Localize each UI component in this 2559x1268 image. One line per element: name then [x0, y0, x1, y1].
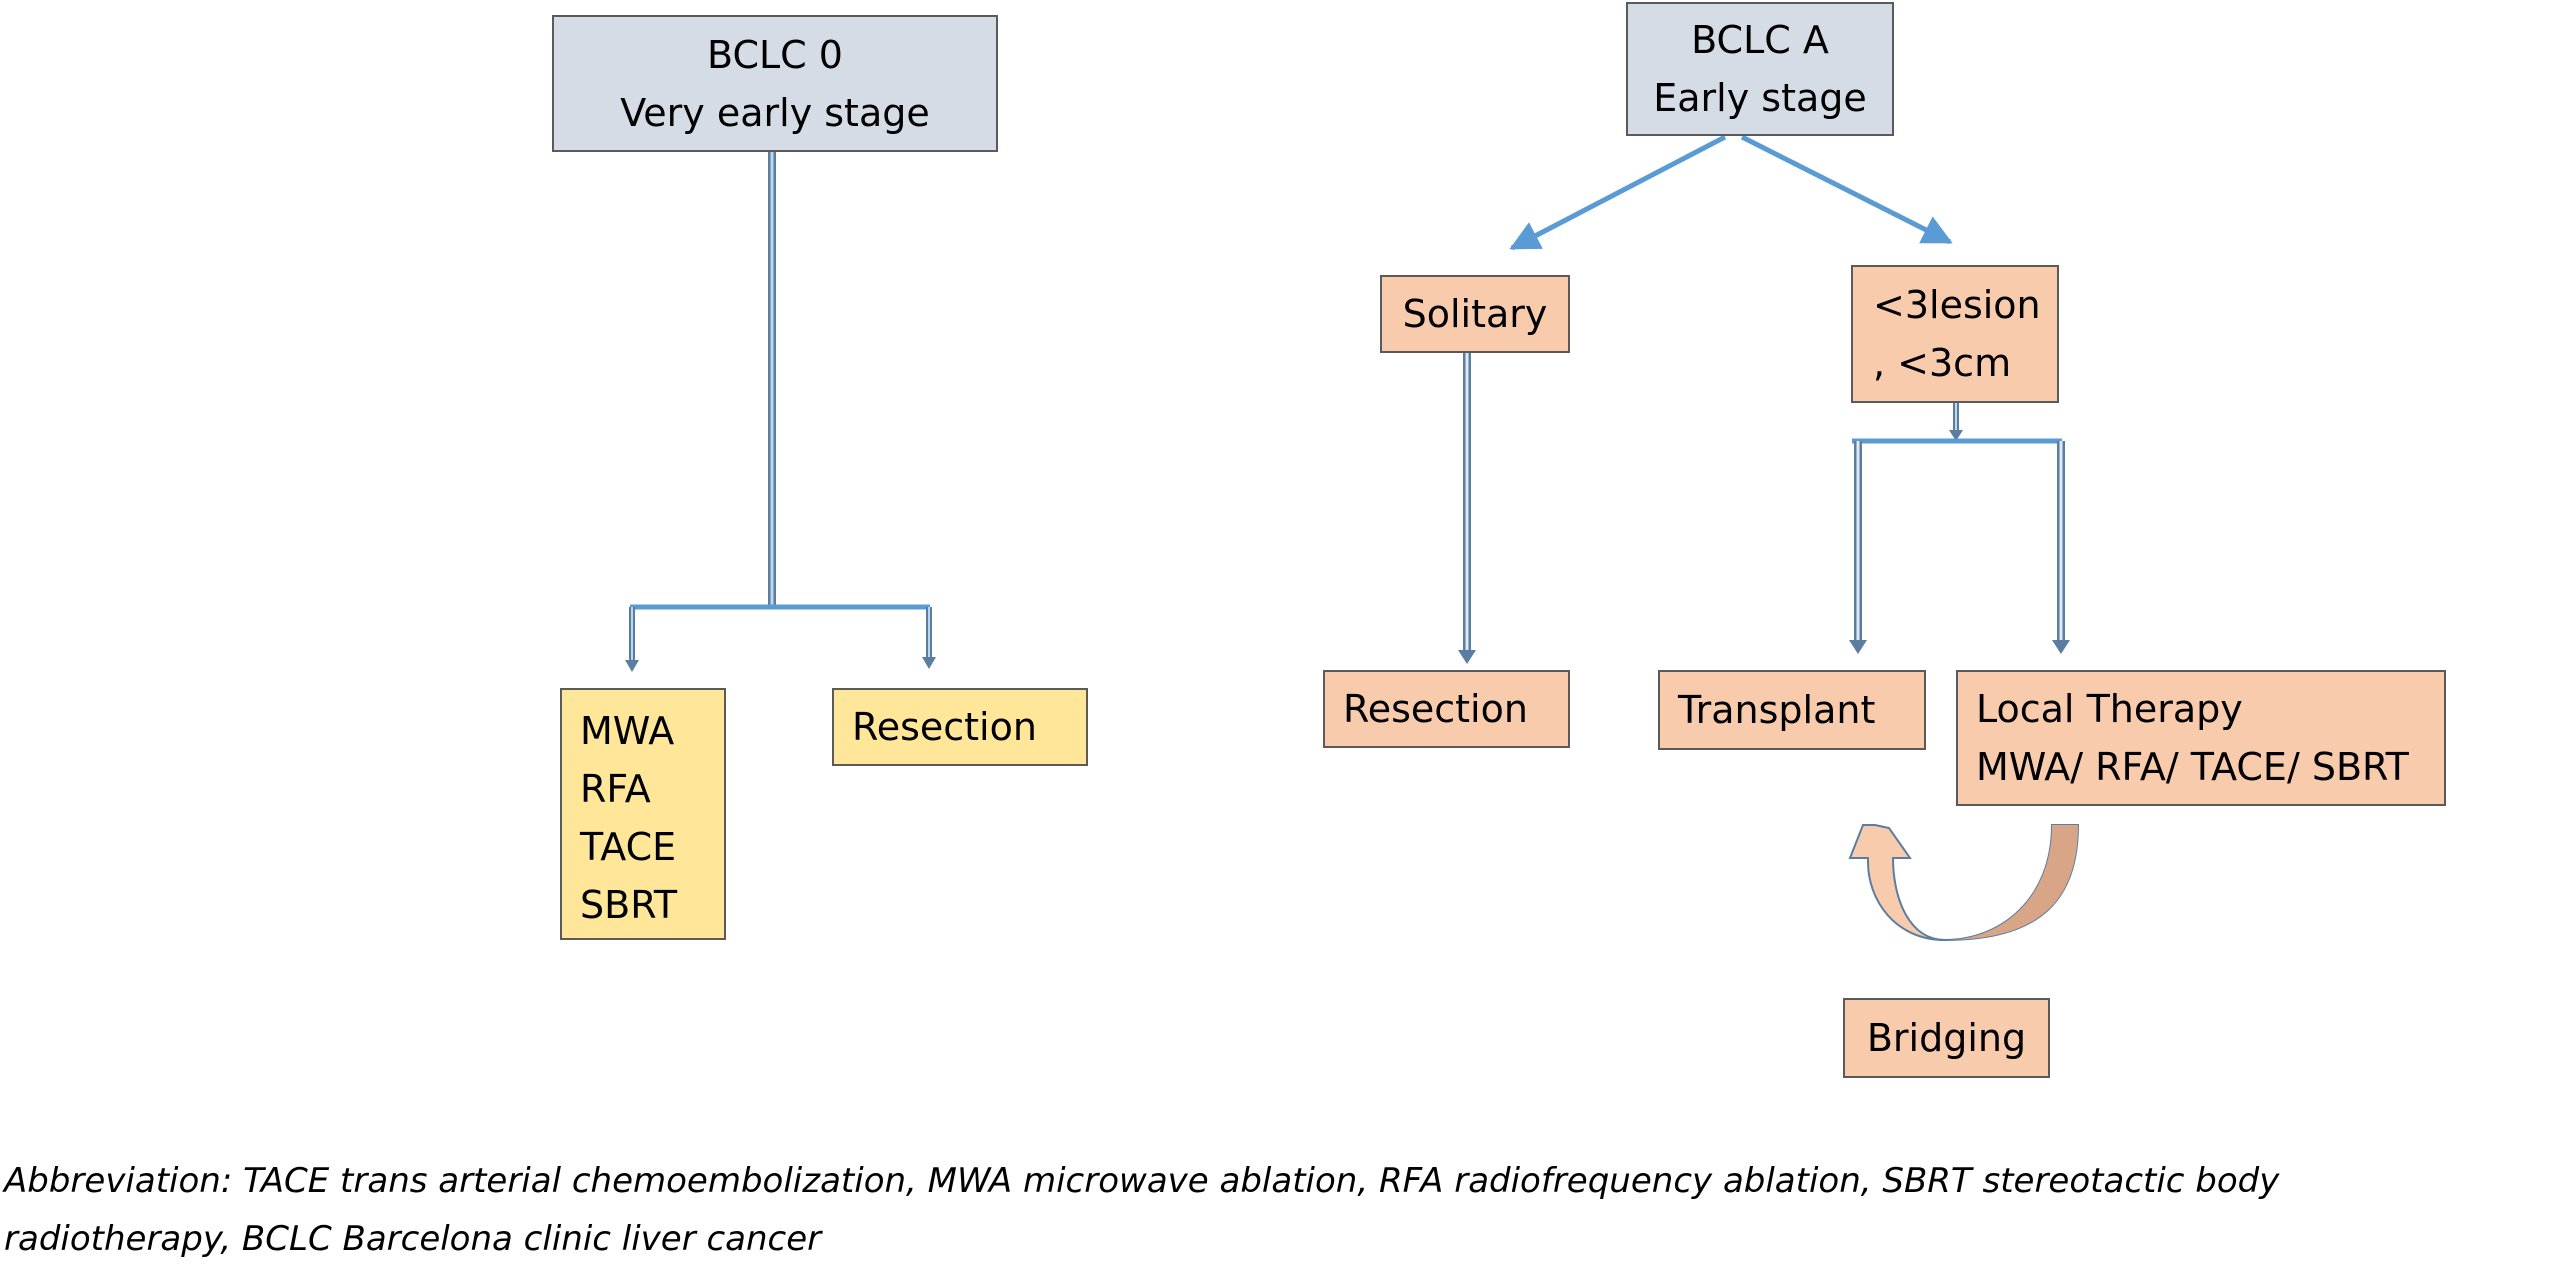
bclca-stage-box: BCLC A Early stage [1626, 2, 1894, 136]
arrow-to-lesion [1740, 134, 1953, 245]
bridging-label: Bridging [1866, 1016, 2027, 1060]
bclca-subtitle: Early stage [1653, 76, 1867, 120]
rfa-item: RFA [580, 767, 651, 811]
lesion-count-label: <3lesion [1873, 283, 2041, 327]
mwa-item: MWA [580, 709, 675, 753]
arrow-to-resection-right [1458, 340, 1476, 664]
abbreviation-caption: Abbreviation: TACE trans arterial chemoe… [4, 1152, 2554, 1268]
tace-item: TACE [580, 825, 677, 869]
bridging-arrow-shadow [1945, 825, 2078, 940]
local-therapy-options: MWA/ RFA/ TACE/ SBRT [1976, 745, 2409, 789]
resection-right-label: Resection [1343, 687, 1528, 731]
caption-line-1: Abbreviation: TACE trans arterial chemoe… [4, 1161, 2280, 1201]
resection-left-label: Resection [852, 705, 1037, 749]
bclc0-title: BCLC 0 [707, 32, 843, 77]
bclc0-stage-box: BCLC 0 Very early stage [552, 15, 998, 152]
resection-left-box: Resection [832, 688, 1088, 766]
sbrt-item: SBRT [580, 883, 678, 927]
bclc0-subtitle: Very early stage [620, 90, 930, 135]
solitary-label: Solitary [1402, 292, 1548, 336]
lesion-size-label: , <3cm [1873, 341, 2012, 385]
local-therapy-box: Local Therapy MWA/ RFA/ TACE/ SBRT [1956, 670, 2446, 806]
resection-right-box: Resection [1323, 670, 1570, 748]
bridging-box: Bridging [1843, 998, 2050, 1078]
local-therapy-title: Local Therapy [1976, 687, 2243, 731]
transplant-box: Transplant [1658, 670, 1926, 750]
caption-line-2: radiotherapy, BCLC Barcelona clinic live… [4, 1219, 822, 1259]
transplant-label: Transplant [1678, 688, 1876, 732]
arrow-to-local-therapy [2052, 441, 2070, 654]
lesion-down-connector [1949, 402, 1963, 441]
bclca-title: BCLC A [1691, 18, 1829, 62]
mwa-list-box: MWA RFA TACE SBRT [560, 688, 726, 940]
arrow-to-solitary [1509, 134, 1727, 251]
arrow-to-mwa-list [625, 607, 639, 672]
solitary-box: Solitary [1380, 275, 1570, 353]
lesion-criteria-box: <3lesion , <3cm [1851, 265, 2059, 403]
arrow-to-resection-left [922, 607, 936, 669]
flowchart-connectors [625, 134, 2080, 942]
arrow-to-transplant [1849, 441, 1867, 654]
